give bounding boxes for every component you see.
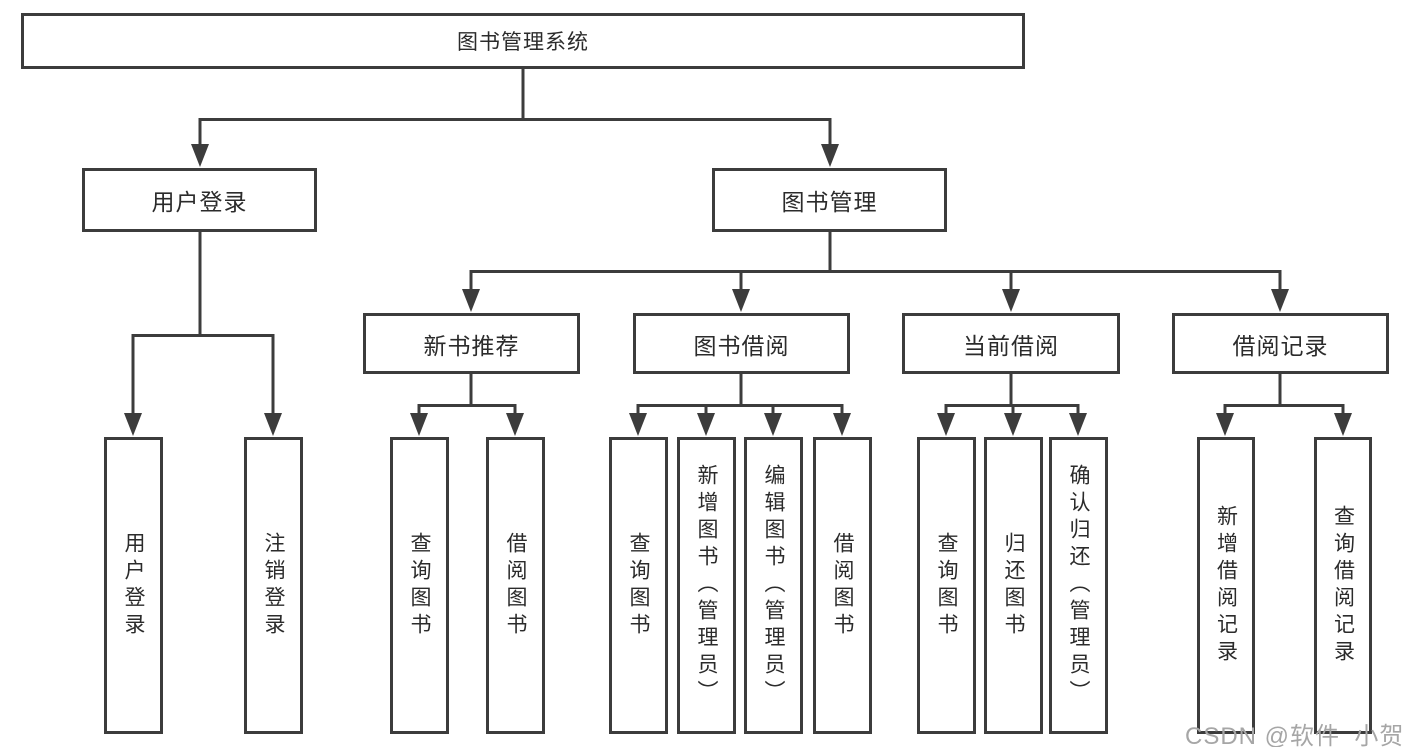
csdn-watermark: CSDN @软件_小贺同学: [1185, 723, 1405, 747]
leaf-bb-edit-books-admin-label: 编辑图书（管理员）: [762, 464, 785, 707]
leaf-br-add-record: 新增借阅记录: [1197, 437, 1255, 734]
node-borrow-record-label: 借阅记录: [1232, 332, 1329, 359]
leaf-bb-borrow-books-label: 借阅图书: [831, 531, 854, 640]
node-user-login: 用户登录: [82, 168, 317, 232]
arrowheads: [124, 144, 1352, 436]
node-new-book-recommend-label: 新书推荐: [423, 332, 520, 359]
leaf-nbr-query-books: 查询图书: [390, 437, 449, 734]
leaf-bb-add-books-admin-label: 新增图书（管理员）: [695, 464, 718, 707]
leaf-bb-edit-books-admin: 编辑图书（管理员）: [744, 437, 803, 734]
node-book-borrow-label: 图书借阅: [693, 332, 790, 359]
leaf-cb-return-books-label: 归还图书: [1002, 531, 1025, 640]
node-current-borrow-label: 当前借阅: [963, 332, 1059, 359]
leaf-cb-query-books: 查询图书: [917, 437, 976, 734]
leaf-br-query-record-label: 查询借阅记录: [1331, 504, 1355, 667]
node-root-label: 图书管理系统: [457, 31, 589, 54]
leaf-nbr-query-books-label: 查询图书: [408, 531, 431, 640]
leaf-cb-confirm-return-admin: 确认归还（管理员）: [1049, 437, 1108, 734]
leaf-logout-label: 注销登录: [262, 531, 285, 640]
node-book-borrow: 图书借阅: [633, 313, 850, 374]
leaf-bb-query-books: 查询图书: [609, 437, 668, 734]
node-root: 图书管理系统: [21, 13, 1025, 69]
leaf-bb-query-books-label: 查询图书: [627, 531, 650, 640]
node-borrow-record: 借阅记录: [1172, 313, 1389, 374]
leaf-user-login-label: 用户登录: [122, 531, 145, 640]
leaf-cb-confirm-return-admin-label: 确认归还（管理员）: [1067, 464, 1090, 707]
node-new-book-recommend: 新书推荐: [363, 313, 580, 374]
leaf-nbr-borrow-books: 借阅图书: [486, 437, 545, 734]
leaf-cb-query-books-label: 查询图书: [935, 531, 958, 640]
node-book-management-label: 图书管理: [781, 189, 878, 215]
leaf-user-login: 用户登录: [104, 437, 163, 734]
leaf-br-query-record: 查询借阅记录: [1314, 437, 1372, 734]
leaf-br-add-record-label: 新增借阅记录: [1214, 504, 1238, 667]
leaf-cb-return-books: 归还图书: [984, 437, 1043, 734]
leaf-nbr-borrow-books-label: 借阅图书: [504, 531, 527, 640]
leaf-bb-add-books-admin: 新增图书（管理员）: [677, 437, 736, 734]
node-book-management: 图书管理: [712, 168, 947, 232]
leaf-bb-borrow-books: 借阅图书: [813, 437, 872, 734]
leaf-logout: 注销登录: [244, 437, 303, 734]
node-current-borrow: 当前借阅: [902, 313, 1120, 374]
node-user-login-label: 用户登录: [151, 189, 248, 215]
